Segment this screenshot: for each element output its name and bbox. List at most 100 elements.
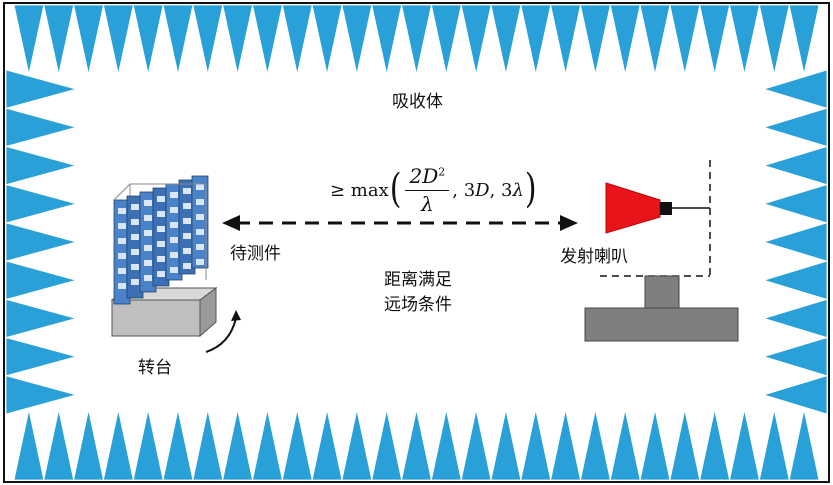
- device-under-test: [110, 175, 241, 353]
- array-frame: [113, 183, 207, 280]
- absorber-cone: [311, 409, 343, 481]
- absorber-cone: [729, 4, 760, 75]
- absorber-cone: [762, 184, 828, 224]
- absorber-cone: [162, 4, 194, 75]
- absorber-cone: [788, 4, 820, 75]
- absorber-cones-bottom: [13, 409, 820, 481]
- array-element: [157, 211, 165, 217]
- absorber-cones-left: [5, 69, 78, 415]
- absorber-cone: [699, 4, 731, 75]
- rotation-arrow: [205, 317, 237, 353]
- array-element: [196, 259, 204, 265]
- absorber-cone: [5, 375, 78, 415]
- formula-numerator-text: 2D: [409, 164, 439, 188]
- array-element: [170, 207, 178, 213]
- absorber-cone: [222, 4, 254, 75]
- absorber-cone: [520, 409, 552, 481]
- absorber-cone: [192, 409, 224, 481]
- absorber-cone: [430, 4, 462, 75]
- array-element: [118, 223, 126, 229]
- absorber-cone: [13, 4, 45, 75]
- absorber-cone: [579, 409, 611, 481]
- absorber-cone: [550, 409, 581, 481]
- formula-lambda: λ: [512, 179, 524, 201]
- formula-geq-max: ≥ max: [330, 179, 389, 201]
- absorber-cones-right: [762, 69, 828, 415]
- absorber-cone: [669, 409, 701, 481]
- absorber-cone: [252, 409, 283, 481]
- array-element: [144, 230, 152, 236]
- array-element: [157, 226, 165, 232]
- absorber-cone: [762, 260, 828, 300]
- absorber-cone: [252, 4, 283, 75]
- absorber-cone: [762, 69, 828, 109]
- distance-arrow-left-head: [222, 215, 240, 231]
- absorber-cone: [639, 4, 671, 75]
- array-element: [131, 204, 139, 210]
- absorber-cone: [460, 4, 492, 75]
- array-element: [170, 192, 178, 198]
- array-element: [183, 263, 191, 269]
- absorber-cone: [609, 4, 641, 75]
- turntable-label: 转台: [138, 358, 172, 378]
- array-element: [131, 234, 139, 240]
- absorber-cone: [43, 409, 75, 481]
- array-element: [170, 222, 178, 228]
- absorber-cone: [371, 409, 403, 481]
- turntable-front: [111, 299, 201, 337]
- array-element: [131, 249, 139, 255]
- array-element: [118, 283, 126, 289]
- horn-icon: [605, 182, 661, 234]
- absorber-cone: [5, 337, 78, 377]
- formula-numerator-exponent: 2: [438, 165, 446, 179]
- absorber-cone: [5, 298, 78, 339]
- transmit-horn-assembly: [584, 160, 739, 342]
- formula-numerator: 2D2: [405, 164, 450, 191]
- array-element: [157, 196, 165, 202]
- absorber-cone: [192, 4, 224, 75]
- formula-denominator: λ: [421, 192, 434, 216]
- array-element: [170, 267, 178, 273]
- array-element: [118, 268, 126, 274]
- array-element: [157, 256, 165, 262]
- array-element: [131, 219, 139, 225]
- array-element: [118, 208, 126, 214]
- absorber-cone: [5, 260, 78, 300]
- rotation-arrow-head: [231, 310, 241, 321]
- absorber-cone: [5, 184, 78, 224]
- absorber-cone: [490, 4, 522, 75]
- absorber-cone: [550, 4, 581, 75]
- absorber-cone: [430, 409, 462, 481]
- pedestal-post: [644, 275, 680, 309]
- absorber-cone: [401, 409, 432, 481]
- absorber-cone: [758, 409, 790, 481]
- array-element: [183, 188, 191, 194]
- array-element: [144, 260, 152, 266]
- absorber-cone: [5, 145, 78, 186]
- array-boards: [113, 175, 209, 305]
- array-element: [183, 248, 191, 254]
- dut-label: 待测件: [230, 244, 281, 264]
- array-element: [144, 200, 152, 206]
- absorber-cone: [762, 375, 828, 415]
- array-element: [118, 238, 126, 244]
- absorber-cones-top: [13, 4, 820, 75]
- absorber-cone: [758, 4, 790, 75]
- absorber-cone: [222, 409, 254, 481]
- array-element: [196, 214, 204, 220]
- absorber-cone: [609, 409, 641, 481]
- array-element: [196, 184, 204, 190]
- absorber-cone: [13, 409, 45, 481]
- array-element: [144, 275, 152, 281]
- array-element: [183, 203, 191, 209]
- absorber-cone: [460, 409, 492, 481]
- absorber-cone: [371, 4, 403, 75]
- absorber-cone: [639, 409, 671, 481]
- absorber-cone: [579, 4, 611, 75]
- absorber-cone: [699, 409, 731, 481]
- absorber-cone: [102, 4, 134, 75]
- absorber-cone: [162, 409, 194, 481]
- absorber-cone: [5, 222, 78, 262]
- array-element: [144, 215, 152, 221]
- absorber-cone: [401, 4, 432, 75]
